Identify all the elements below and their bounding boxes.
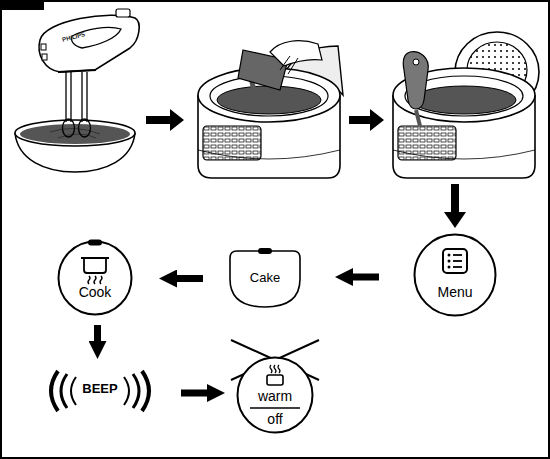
warm-outline-part-part xyxy=(278,365,280,373)
button-label: Cake xyxy=(229,271,301,286)
cook-outline-part-part xyxy=(81,258,109,273)
menu-outline-part xyxy=(443,249,467,273)
beep-outline-part xyxy=(124,377,129,405)
button-label: Cook xyxy=(57,284,133,300)
button-label: warm xyxy=(236,388,314,404)
button-label: BEEP xyxy=(30,382,170,397)
cook-outline-part-part xyxy=(88,276,90,284)
beep-button: BEEP xyxy=(30,368,170,414)
menu-outline-part xyxy=(415,235,496,316)
hand-mixer-part xyxy=(66,72,87,122)
cooker-spatula-part xyxy=(416,110,420,126)
menu-button: Menu xyxy=(413,233,497,317)
warm-outline-part-part xyxy=(267,375,283,385)
menu-outline xyxy=(413,233,497,317)
cooker-spatula-part xyxy=(403,52,428,109)
button-label: off xyxy=(236,411,314,427)
flow-arrow xyxy=(344,274,379,281)
menu-outline-part-part xyxy=(443,249,467,273)
warm-outline-part xyxy=(267,365,283,385)
flow-arrow xyxy=(94,325,101,350)
cook-outline-part xyxy=(81,258,109,284)
beep-outline-part xyxy=(142,371,149,411)
hand-mixer-part xyxy=(41,44,46,50)
cook-outline-part-part xyxy=(94,276,96,284)
cook-button: Cook xyxy=(57,240,133,316)
cooker-spatula xyxy=(393,32,539,178)
hand-mixer-part xyxy=(15,120,135,146)
step-arrows-part xyxy=(349,109,384,131)
warm-outline-part-part xyxy=(270,365,272,373)
hand-mixer-part xyxy=(116,9,130,17)
step-arrows-part xyxy=(444,184,466,228)
hand-mixer-part xyxy=(39,15,139,72)
menu-outline-part-part xyxy=(448,266,451,269)
menu-outline-part-part xyxy=(453,266,462,268)
flow-arrow xyxy=(168,275,203,282)
menu-outline-part-part xyxy=(448,254,451,257)
cook-outline xyxy=(57,240,133,316)
beep-outline-part xyxy=(71,377,76,405)
button-label: Menu xyxy=(413,284,497,300)
warm-outline-part-part xyxy=(274,365,276,373)
menu-outline-part-part xyxy=(448,260,451,263)
hand-mixer xyxy=(15,9,139,172)
cake-button: Cake xyxy=(229,250,301,308)
cooker-pouring xyxy=(198,41,343,178)
cooker-pouring-part xyxy=(270,41,322,66)
hand-mixer-part xyxy=(79,119,91,137)
cook-outline-part xyxy=(59,242,132,315)
cook-outline-part xyxy=(88,240,102,246)
beep-outline-part xyxy=(133,374,139,408)
hand-mixer-part xyxy=(42,54,47,60)
menu-outline-part-part xyxy=(453,260,462,262)
frame-tab xyxy=(0,0,44,10)
flow-arrow xyxy=(181,390,216,397)
menu-outline-part-part xyxy=(453,254,462,256)
cake-outline-part xyxy=(230,251,300,307)
beep-outline-part xyxy=(61,374,67,408)
beep-outline-part xyxy=(51,371,58,411)
cooker-spatula-part xyxy=(413,59,419,65)
hand-mixer-part xyxy=(63,119,75,137)
hand-mixer-part xyxy=(58,70,96,72)
step-arrows-part xyxy=(146,109,184,131)
cooker-pouring-part xyxy=(280,56,298,74)
warm-outline-part xyxy=(250,407,300,409)
step-arrows xyxy=(146,109,466,228)
cake-outline-part xyxy=(258,248,272,254)
warm-button: warm off xyxy=(236,356,314,434)
cook-outline-part-part xyxy=(100,276,102,284)
